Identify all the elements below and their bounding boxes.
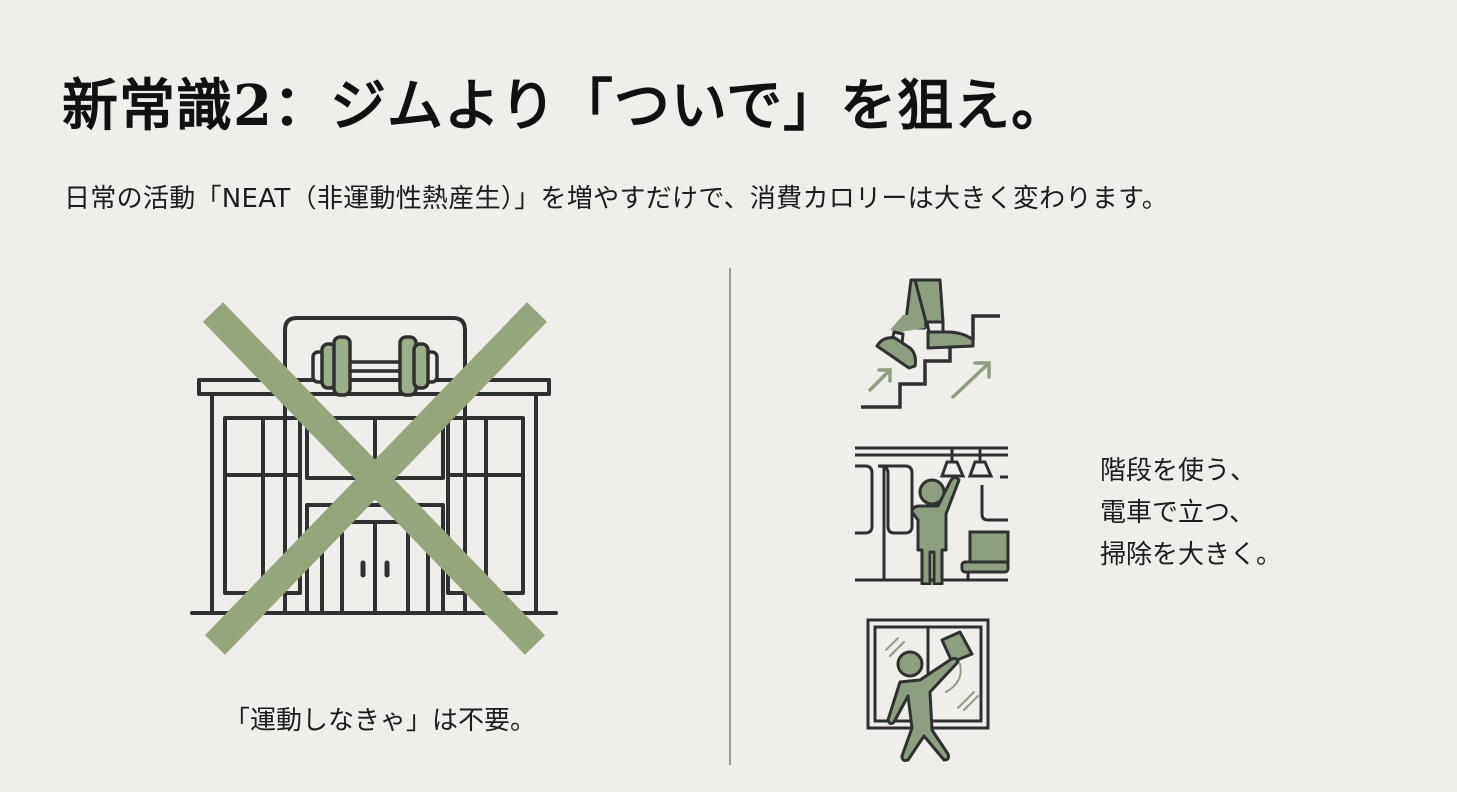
standing-on-train-icon	[850, 440, 1010, 586]
gym-building-crossed-out-icon	[185, 295, 565, 665]
divider	[729, 268, 731, 765]
right-caption: 階段を使う、 電車で立つ、 掃除を大きく。	[1100, 450, 1282, 576]
climbing-stairs-icon	[855, 270, 1005, 415]
caption-line-train: 電車で立つ、	[1100, 498, 1255, 528]
cleaning-window-icon	[860, 612, 995, 767]
left-caption: 「運動しなきゃ」は不要。	[223, 706, 536, 736]
page-title: 新常識2：ジムより「ついで」を狙え。	[62, 73, 1069, 139]
caption-line-stairs: 階段を使う、	[1100, 456, 1257, 486]
page-subtitle: 日常の活動「NEAT（非運動性熱産生）」を増やすだけで、消費カロリーは大きく変わ…	[64, 184, 1169, 214]
caption-line-cleaning: 掃除を大きく。	[1100, 540, 1283, 570]
